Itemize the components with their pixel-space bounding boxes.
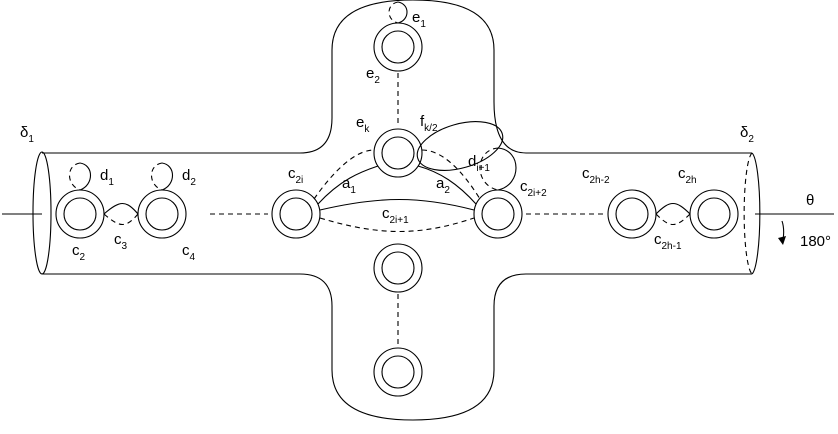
label-a2: a2 [436,175,450,196]
curve-d1-dashed [68,162,81,191]
curve-a1-dashed [313,149,375,200]
label-c2i1: c2i+1 [382,205,409,226]
curve-a2 [417,165,477,205]
curve-d2-solid [161,162,174,191]
label-c2i: c2i [288,165,303,186]
right-boundary-dashed [743,152,753,275]
label-a1: a1 [342,175,356,196]
hole-mid-left [271,189,321,239]
rotation-arrowhead [778,236,786,245]
label-ek: ek [356,114,370,135]
curve-e1-dashed [388,1,399,24]
label-180deg: 180° [800,233,831,250]
curve-c3-solid [103,202,139,215]
curve-di1-solid [497,147,517,191]
label-e1: e1 [412,9,426,30]
curve-d1-solid [79,162,92,191]
label-d1: d1 [100,167,114,188]
label-c3: c3 [114,231,128,252]
curve-c2h1-dashed [655,213,691,226]
hole-right-2 [689,189,739,239]
hole-top [373,22,423,72]
label-c2h2: c2h-2 [582,165,610,186]
left-boundary-curve [32,151,52,275]
label-theta: θ [806,192,814,209]
label-delta1: δ1 [20,124,34,145]
hole-bottom-2 [373,347,423,397]
curve-c2h1-solid [655,202,691,215]
hole-bottom-1 [373,243,423,293]
label-d2: d2 [182,167,196,188]
right-boundary-solid [751,152,761,275]
curve-e1-solid [397,1,408,24]
hole-left-1 [55,189,105,239]
label-e2: e2 [366,65,380,86]
hole-mid-right [473,189,523,239]
label-delta2: δ2 [740,124,754,145]
curve-c2i1-solid [319,199,475,211]
hole-right-1 [607,189,657,239]
label-c2i2: c2i+2 [520,178,547,199]
label-c2: c2 [72,242,86,263]
curve-c3-dashed [103,213,139,226]
label-c4: c4 [182,242,196,263]
curve-fk2 [416,121,504,171]
label-di1: di+1 [468,153,490,174]
curve-a1 [317,165,379,205]
label-c2h1: c2h-1 [654,231,682,252]
label-c2h: c2h [678,165,697,186]
hole-center [373,128,423,178]
curve-d2-dashed [150,162,163,191]
curve-c2i1-dashed [319,217,475,232]
curve-di1-dashed [479,147,499,191]
hole-left-2 [137,189,187,239]
label-fk2: fk/2 [420,113,438,134]
